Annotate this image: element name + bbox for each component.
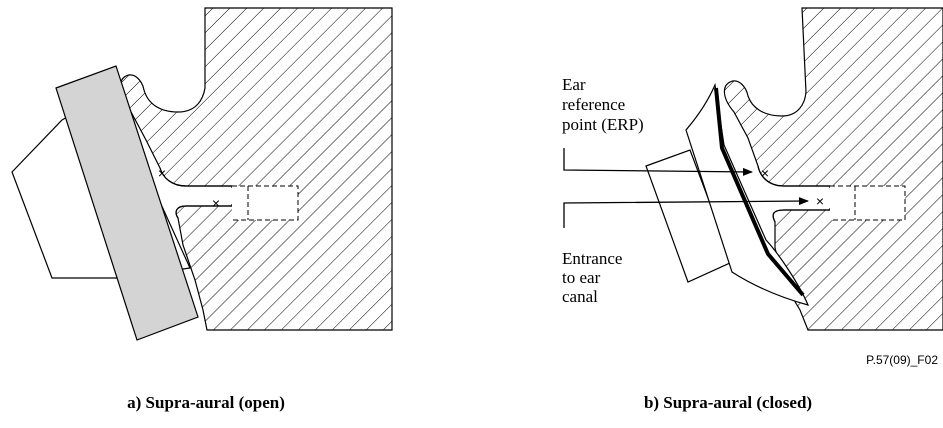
panel-a: × × a) Supra-aural (open) — [11, 7, 393, 412]
erp-marker-a: × — [158, 165, 166, 181]
caption-b: b) Supra-aural (closed) — [644, 393, 812, 412]
panel-b: Ear reference point (ERP) × × Entrance t… — [562, 7, 943, 412]
entrance-marker-a: × — [212, 195, 220, 211]
erp-label-line-3: point (ERP) — [562, 115, 644, 134]
ear-canal-a — [232, 185, 299, 221]
entrance-arrow — [563, 197, 809, 228]
figure-id: P.57(09)_F02 — [866, 353, 938, 367]
entrance-label-line-3: canal — [562, 287, 598, 306]
earphone-cap-b — [685, 82, 810, 306]
ear-pad-a — [55, 65, 199, 341]
caption-a: a) Supra-aural (open) — [127, 393, 285, 412]
entrance-label-line-1: Entrance — [562, 249, 622, 268]
erp-arrow — [563, 148, 753, 176]
entrance-label-line-2: to ear — [562, 268, 601, 287]
erp-label-line-2: reference — [562, 95, 625, 114]
erp-marker-b: × — [761, 165, 769, 181]
entrance-marker-b: × — [816, 193, 824, 209]
ear-canal-b — [830, 185, 906, 221]
erp-label-line-1: Ear — [562, 75, 586, 94]
